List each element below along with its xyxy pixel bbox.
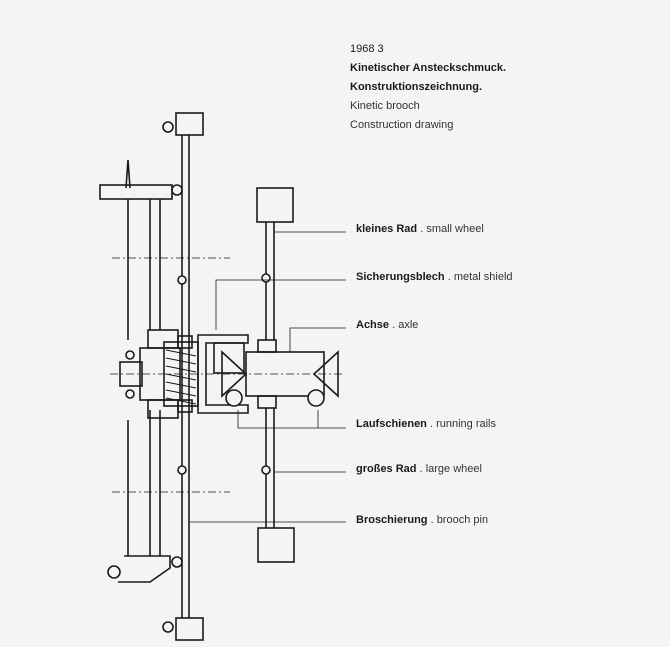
brooch-pin <box>99 159 183 583</box>
axle <box>221 339 339 409</box>
label-axle: Achse . axle <box>356 319 419 331</box>
label-small-wheel: kleines Rad . small wheel <box>356 223 484 235</box>
caption-title-en-1: Kinetic brooch <box>350 100 420 112</box>
label-large-wheel: großes Rad . large wheel <box>356 463 482 475</box>
label-brooch-pin: Broschierung . brooch pin <box>356 514 489 526</box>
caption-title-de-2: Konstruktionszeichnung. <box>350 81 482 93</box>
metal-shield <box>197 334 249 414</box>
large-wheel <box>162 112 204 641</box>
caption-number: 1968 3 <box>350 43 384 55</box>
hub-assembly <box>119 329 199 419</box>
caption-title-de-1: Kinetischer Ansteckschmuck. <box>350 62 507 74</box>
leader-lines <box>190 231 346 523</box>
caption: 1968 3 Kinetischer Ansteckschmuck. Konst… <box>350 40 506 135</box>
label-running-rails: Laufschienen . running rails <box>356 418 497 430</box>
label-metal-shield: Sicherungsblech . metal shield <box>356 271 513 283</box>
small-wheel <box>256 187 295 563</box>
caption-title-en-2: Construction drawing <box>350 119 454 131</box>
